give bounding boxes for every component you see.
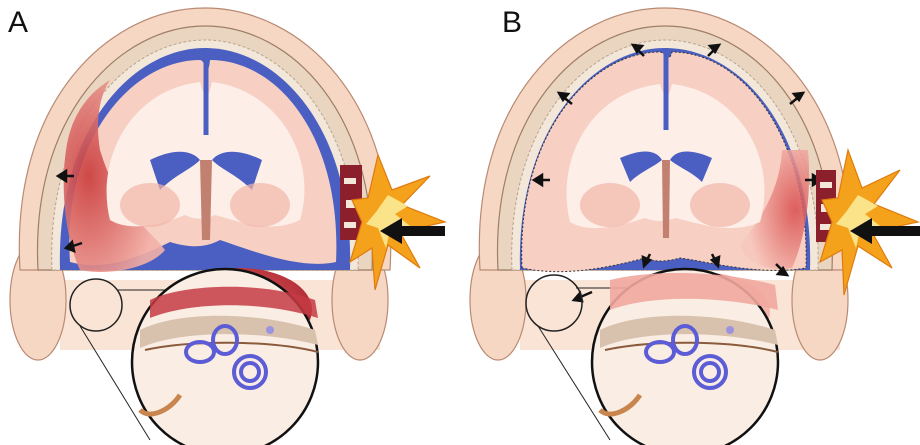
vestibular-nerve: [266, 326, 274, 334]
third-ventricle: [662, 160, 670, 238]
basal-ganglia-right: [230, 183, 290, 227]
third-ventricle: [200, 160, 212, 240]
basal-ganglia-left: [580, 183, 640, 227]
basal-ganglia-left: [120, 183, 180, 227]
basal-ganglia-right: [690, 183, 750, 227]
panel-b-illustration: [460, 0, 920, 445]
panel-a-illustration: [0, 0, 460, 445]
vestibular-nerve: [726, 326, 734, 334]
